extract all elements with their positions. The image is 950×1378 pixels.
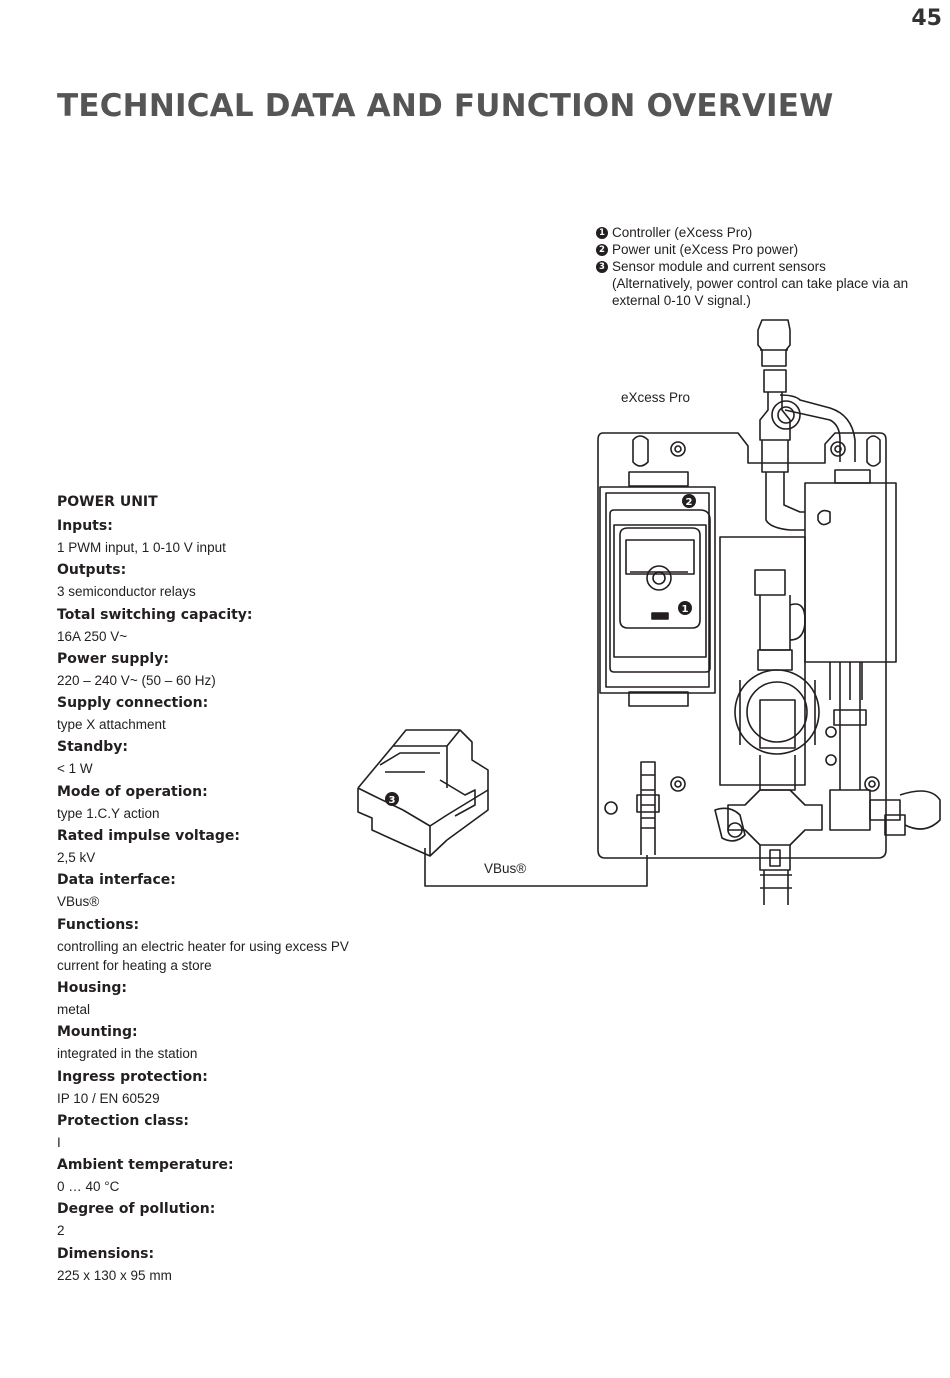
spec-label: Ingress protection: xyxy=(57,1068,208,1085)
legend-note-line: (Alternatively, power control can take p… xyxy=(612,276,909,291)
station-backplate xyxy=(597,432,887,859)
power-unit-specs: POWER UNIT Inputs: 1 PWM input, 1 0-10 V … xyxy=(57,493,357,1289)
spec-value: < 1 W xyxy=(57,761,93,777)
spec-label: Data interface: xyxy=(57,872,176,889)
legend-text: Power unit (eXcess Pro power) xyxy=(612,242,799,257)
spec-label: Outputs: xyxy=(57,562,127,579)
legend-text: Controller (eXcess Pro) xyxy=(612,225,753,240)
spec-data-interface: Data interface: VBus® xyxy=(57,871,357,911)
spec-mode-of-operation: Mode of operation: type 1.C.Y action xyxy=(57,783,357,823)
spec-value: IP 10 / EN 60529 xyxy=(57,1090,160,1106)
page-title: TECHNICAL DATA AND FUNCTION OVERVIEW xyxy=(57,88,834,124)
callout-3-label: 3 xyxy=(389,795,396,806)
legend-item-controller: 1 Controller (eXcess Pro) xyxy=(596,224,908,241)
spec-housing: Housing: metal xyxy=(57,979,357,1019)
vbus-label: VBus® xyxy=(484,861,526,876)
spec-label: Protection class: xyxy=(57,1112,190,1129)
spec-ingress-protection: Ingress protection: IP 10 / EN 60529 xyxy=(57,1068,357,1108)
spec-value: 225 x 130 x 95 mm xyxy=(57,1267,172,1283)
spec-label: Standby: xyxy=(57,739,128,756)
figure-legend: 1 Controller (eXcess Pro) 2 Power unit (… xyxy=(596,224,908,309)
spec-standby: Standby: < 1 W xyxy=(57,738,357,778)
spec-label: Dimensions: xyxy=(57,1245,155,1262)
callout-number-1: 1 xyxy=(596,226,608,239)
legend-note-line: external 0-10 V signal.) xyxy=(612,293,751,308)
spec-power-supply: Power supply: 220 – 240 V~ (50 – 60 Hz) xyxy=(57,650,357,690)
callout-number-3: 3 xyxy=(596,260,608,273)
spec-value: VBus® xyxy=(57,894,100,910)
spec-supply-connection: Supply connection: type X attachment xyxy=(57,694,357,734)
page-number: 45 xyxy=(911,6,942,31)
spec-label: Mode of operation: xyxy=(57,783,208,800)
spec-outputs: Outputs: 3 semiconductor relays xyxy=(57,561,357,601)
spec-inputs: Inputs: 1 PWM input, 1 0-10 V input xyxy=(57,517,357,557)
spec-label: Housing: xyxy=(57,979,128,996)
spec-degree-of-pollution: Degree of pollution: 2 xyxy=(57,1200,357,1240)
spec-label: Total switching capacity: xyxy=(57,606,253,623)
callout-2-label: 2 xyxy=(686,497,693,508)
spec-value: type X attachment xyxy=(57,717,166,733)
legend-item-sensor-module: 3 Sensor module and current sensors xyxy=(596,258,908,275)
spec-label: Functions: xyxy=(57,916,140,933)
mid-valve xyxy=(754,569,786,596)
callout-1-label: 1 xyxy=(682,604,689,615)
spec-value: 1 PWM input, 1 0-10 V input xyxy=(57,540,226,555)
spec-value: controlling an electric heater for using… xyxy=(57,938,349,973)
inlet-pipe xyxy=(757,319,791,367)
spec-label: Rated impulse voltage: xyxy=(57,828,240,845)
spec-value: type 1.C.Y action xyxy=(57,805,160,821)
legend-item-power-unit: 2 Power unit (eXcess Pro power) xyxy=(596,241,908,258)
product-label: eXcess Pro xyxy=(621,390,690,405)
spec-label: Power supply: xyxy=(57,650,169,667)
spec-dimensions: Dimensions: 225 x 130 x 95 mm xyxy=(57,1245,357,1285)
spec-protection-class: Protection class: I xyxy=(57,1112,357,1152)
spec-label: Degree of pollution: xyxy=(57,1201,216,1218)
callout-2-badge: 2 xyxy=(682,494,696,508)
spec-value: 220 – 240 V~ (50 – 60 Hz) xyxy=(57,672,216,688)
legend-text: Sensor module and current sensors xyxy=(612,259,826,274)
spec-value: metal xyxy=(57,1001,91,1017)
spec-ambient-temperature: Ambient temperature: 0 … 40 °C xyxy=(57,1156,357,1196)
spec-value: integrated in the station xyxy=(57,1046,198,1062)
spec-label: Supply connection: xyxy=(57,695,209,712)
heater-control-box xyxy=(804,482,897,663)
spec-label: Mounting: xyxy=(57,1024,138,1041)
power-unit-housing xyxy=(599,486,716,694)
specs-heading: POWER UNIT xyxy=(57,494,158,510)
spec-value: 16A 250 V~ xyxy=(57,628,128,644)
spec-value: 3 semiconductor relays xyxy=(57,584,196,600)
spec-functions: Functions: controlling an electric heater… xyxy=(57,916,357,975)
callout-1-badge: 1 xyxy=(678,601,692,615)
spec-value: I xyxy=(57,1134,61,1150)
spec-mounting: Mounting: integrated in the station xyxy=(57,1023,357,1063)
spec-label: Ambient temperature: xyxy=(57,1157,234,1174)
controller-housing xyxy=(609,509,711,673)
callout-number-2: 2 xyxy=(596,243,608,256)
spec-switching-capacity: Total switching capacity: 16A 250 V~ xyxy=(57,606,357,646)
spec-impulse-voltage: Rated impulse voltage: 2,5 kV xyxy=(57,827,357,867)
spec-value: 0 … 40 °C xyxy=(57,1179,120,1195)
vbus-cable xyxy=(424,848,648,887)
pump-housing xyxy=(734,669,820,755)
sensor-module xyxy=(357,729,489,857)
spec-value: 2,5 kV xyxy=(57,850,96,866)
spec-value: 2 xyxy=(57,1223,65,1239)
callout-3-badge: 3 xyxy=(385,792,399,806)
spec-label: Inputs: xyxy=(57,518,113,534)
